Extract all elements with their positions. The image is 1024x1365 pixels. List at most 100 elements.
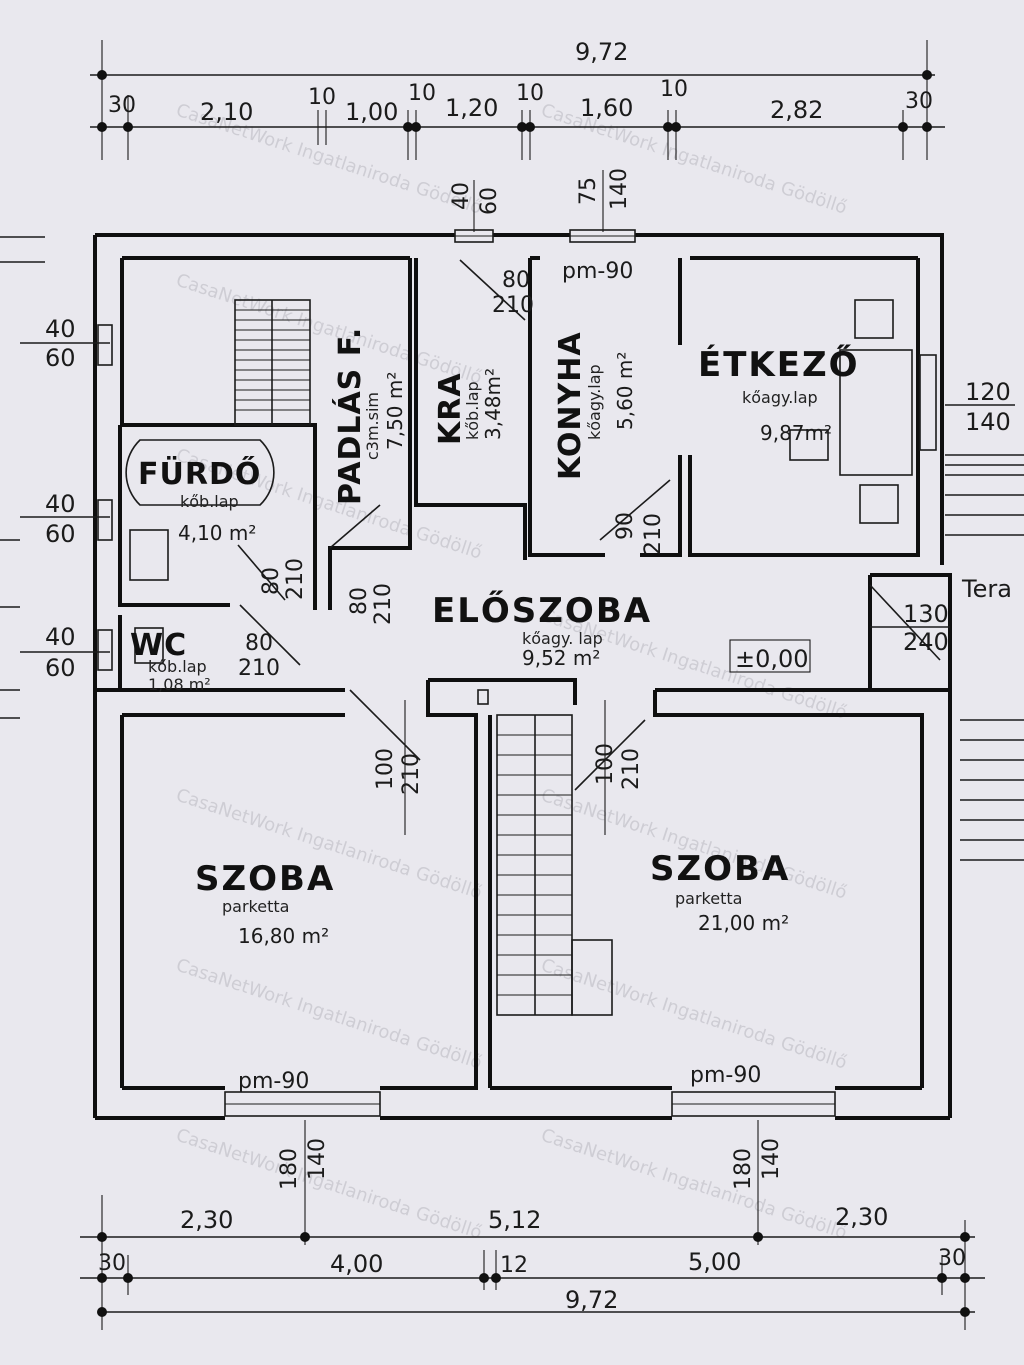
room-szoba1-floor: parketta (222, 897, 289, 916)
top-dim-5: 1,20 (445, 94, 498, 122)
fixtures (125, 299, 913, 705)
room-konyha-name: KONYHA (553, 331, 588, 480)
kamra-door-height: 210 (492, 293, 534, 318)
room-furdo-area: 4,10 m² (178, 521, 256, 545)
top-dim-8: 10 (660, 77, 688, 102)
bottom-win-2-width: 180 (731, 1148, 756, 1190)
watermark-3: CasaNetWork Ingatlaniroda Gödöllő (173, 270, 484, 389)
pm-bottom-right-label: pm-90 (690, 1063, 761, 1088)
bottom-win-1-height: 140 (305, 1138, 330, 1180)
main-stair (496, 714, 613, 1016)
bottom-win-2-height: 140 (759, 1138, 784, 1180)
room-kamra-floor: kőb.lap (463, 381, 482, 440)
top-dim-1: 2,10 (200, 98, 253, 126)
szoba2-door-height: 210 (619, 748, 644, 790)
room-kamra-name: KRA (433, 372, 468, 445)
room-padlas-area: 7,50 m² (383, 372, 407, 450)
top-dim-3: 1,00 (345, 98, 398, 126)
watermark-8: CasaNetWork Ingatlaniroda Gödöllő (173, 955, 484, 1074)
bottom-dim-r2-2: 12 (500, 1253, 528, 1278)
top-win-1-width: 40 (449, 182, 474, 210)
top-win-2-width: 75 (576, 177, 601, 205)
top-win-2-height: 140 (607, 168, 632, 210)
bottom-dim-r1-2: 2,30 (835, 1203, 888, 1231)
room-etkezo-floor: kőagy.lap (742, 388, 818, 407)
top-dim-4: 10 (408, 81, 436, 106)
wc-door-height: 210 (238, 656, 280, 681)
szoba2-door-width: 100 (593, 743, 618, 785)
attic-stair (234, 299, 311, 426)
windows (97, 229, 937, 1117)
room-wc-floor: kőb.lap (148, 657, 207, 676)
left-win-1-width: 40 (45, 315, 76, 343)
top-win-1-height: 60 (477, 187, 502, 215)
top-dimension-lines (90, 40, 945, 160)
kamra-door-width: 80 (502, 268, 530, 293)
left-win-3-width: 40 (45, 623, 76, 651)
top-segment-dimensions: 30 2,10 10 1,00 10 1,20 10 1,60 10 2,82 … (108, 77, 933, 126)
terrace-door-width: 130 (903, 600, 949, 628)
wc-door-width: 80 (245, 631, 273, 656)
top-dim-10: 30 (905, 89, 933, 114)
padlas-door-height: 210 (371, 583, 396, 625)
room-furdo-name: FÜRDŐ (138, 455, 261, 492)
room-eloszoba-name: ELŐSZOBA (432, 590, 652, 631)
level-mark: ±0,00 (735, 645, 809, 673)
eloszoba-door-height: 210 (641, 513, 666, 555)
eloszoba-door-width: 90 (613, 512, 638, 540)
top-dim-2: 10 (308, 85, 336, 110)
left-margin-lines (0, 236, 45, 719)
room-eloszoba-area: 9,52 m² (522, 646, 600, 670)
padlas-door-width: 80 (347, 587, 372, 615)
top-dim-6: 10 (516, 81, 544, 106)
room-wc-name: WC (130, 628, 187, 663)
room-furdo-floor: kőb.lap (180, 492, 239, 511)
bottom-dim-r2-1: 4,00 (330, 1250, 383, 1278)
door-swings (237, 259, 941, 1245)
bottom-total-dimension: 9,72 (565, 1286, 618, 1314)
terrace-label: Tera (961, 575, 1012, 603)
left-win-1-height: 60 (45, 344, 76, 372)
furdo-door-width: 80 (259, 567, 284, 595)
pm-top-label: pm-90 (562, 259, 633, 284)
left-win-3-height: 60 (45, 654, 76, 682)
top-dim-7: 1,60 (580, 94, 633, 122)
room-konyha-floor: kőagy.lap (585, 364, 604, 440)
watermark-11: CasaNetWork Ingatlaniroda Gödöllő (538, 1125, 849, 1244)
top-dim-9: 2,82 (770, 96, 823, 124)
walls (93, 233, 952, 1120)
room-etkezo-area: 9,87m² (760, 421, 832, 445)
left-win-2-height: 60 (45, 520, 76, 548)
top-dim-0: 30 (108, 93, 136, 118)
bottom-dim-r1-1: 5,12 (488, 1206, 541, 1234)
room-szoba2-area: 21,00 m² (698, 911, 789, 935)
szoba1-door-width: 100 (373, 748, 398, 790)
room-szoba2-floor: parketta (675, 889, 742, 908)
furdo-door-height: 210 (283, 558, 308, 600)
room-szoba2-name: SZOBA (650, 849, 790, 889)
room-padlas-name: PADLÁS F. (332, 327, 368, 505)
room-szoba1-area: 16,80 m² (238, 924, 329, 948)
pm-bottom-left-label: pm-90 (238, 1069, 309, 1094)
bottom-dim-r2-0: 30 (98, 1251, 126, 1276)
right-win-height: 140 (965, 408, 1011, 436)
top-total-dimension: 9,72 (575, 38, 628, 66)
room-wc-area: 1,08 m² (148, 675, 211, 694)
bottom-dim-r2-4: 30 (938, 1246, 966, 1271)
bottom-dim-r2-3: 5,00 (688, 1248, 741, 1276)
bottom-dimension-lines (80, 1195, 985, 1330)
left-win-2-width: 40 (45, 490, 76, 518)
szoba1-door-height: 210 (399, 753, 424, 795)
room-kamra-area: 3,48m² (481, 368, 505, 440)
terrace-stairs (945, 454, 1024, 861)
room-eloszoba-floor: kőagy. lap (522, 629, 603, 648)
room-padlas-floor: c3m.sim (363, 392, 382, 460)
top-window-dims (473, 170, 604, 232)
bottom-dim-r1-0: 2,30 (180, 1206, 233, 1234)
bottom-win-1-width: 180 (277, 1148, 302, 1190)
room-konyha-area: 5,60 m² (613, 352, 637, 430)
level-mark-box (729, 639, 811, 673)
right-win-width: 120 (965, 378, 1011, 406)
terrace-door-height: 240 (903, 628, 949, 656)
